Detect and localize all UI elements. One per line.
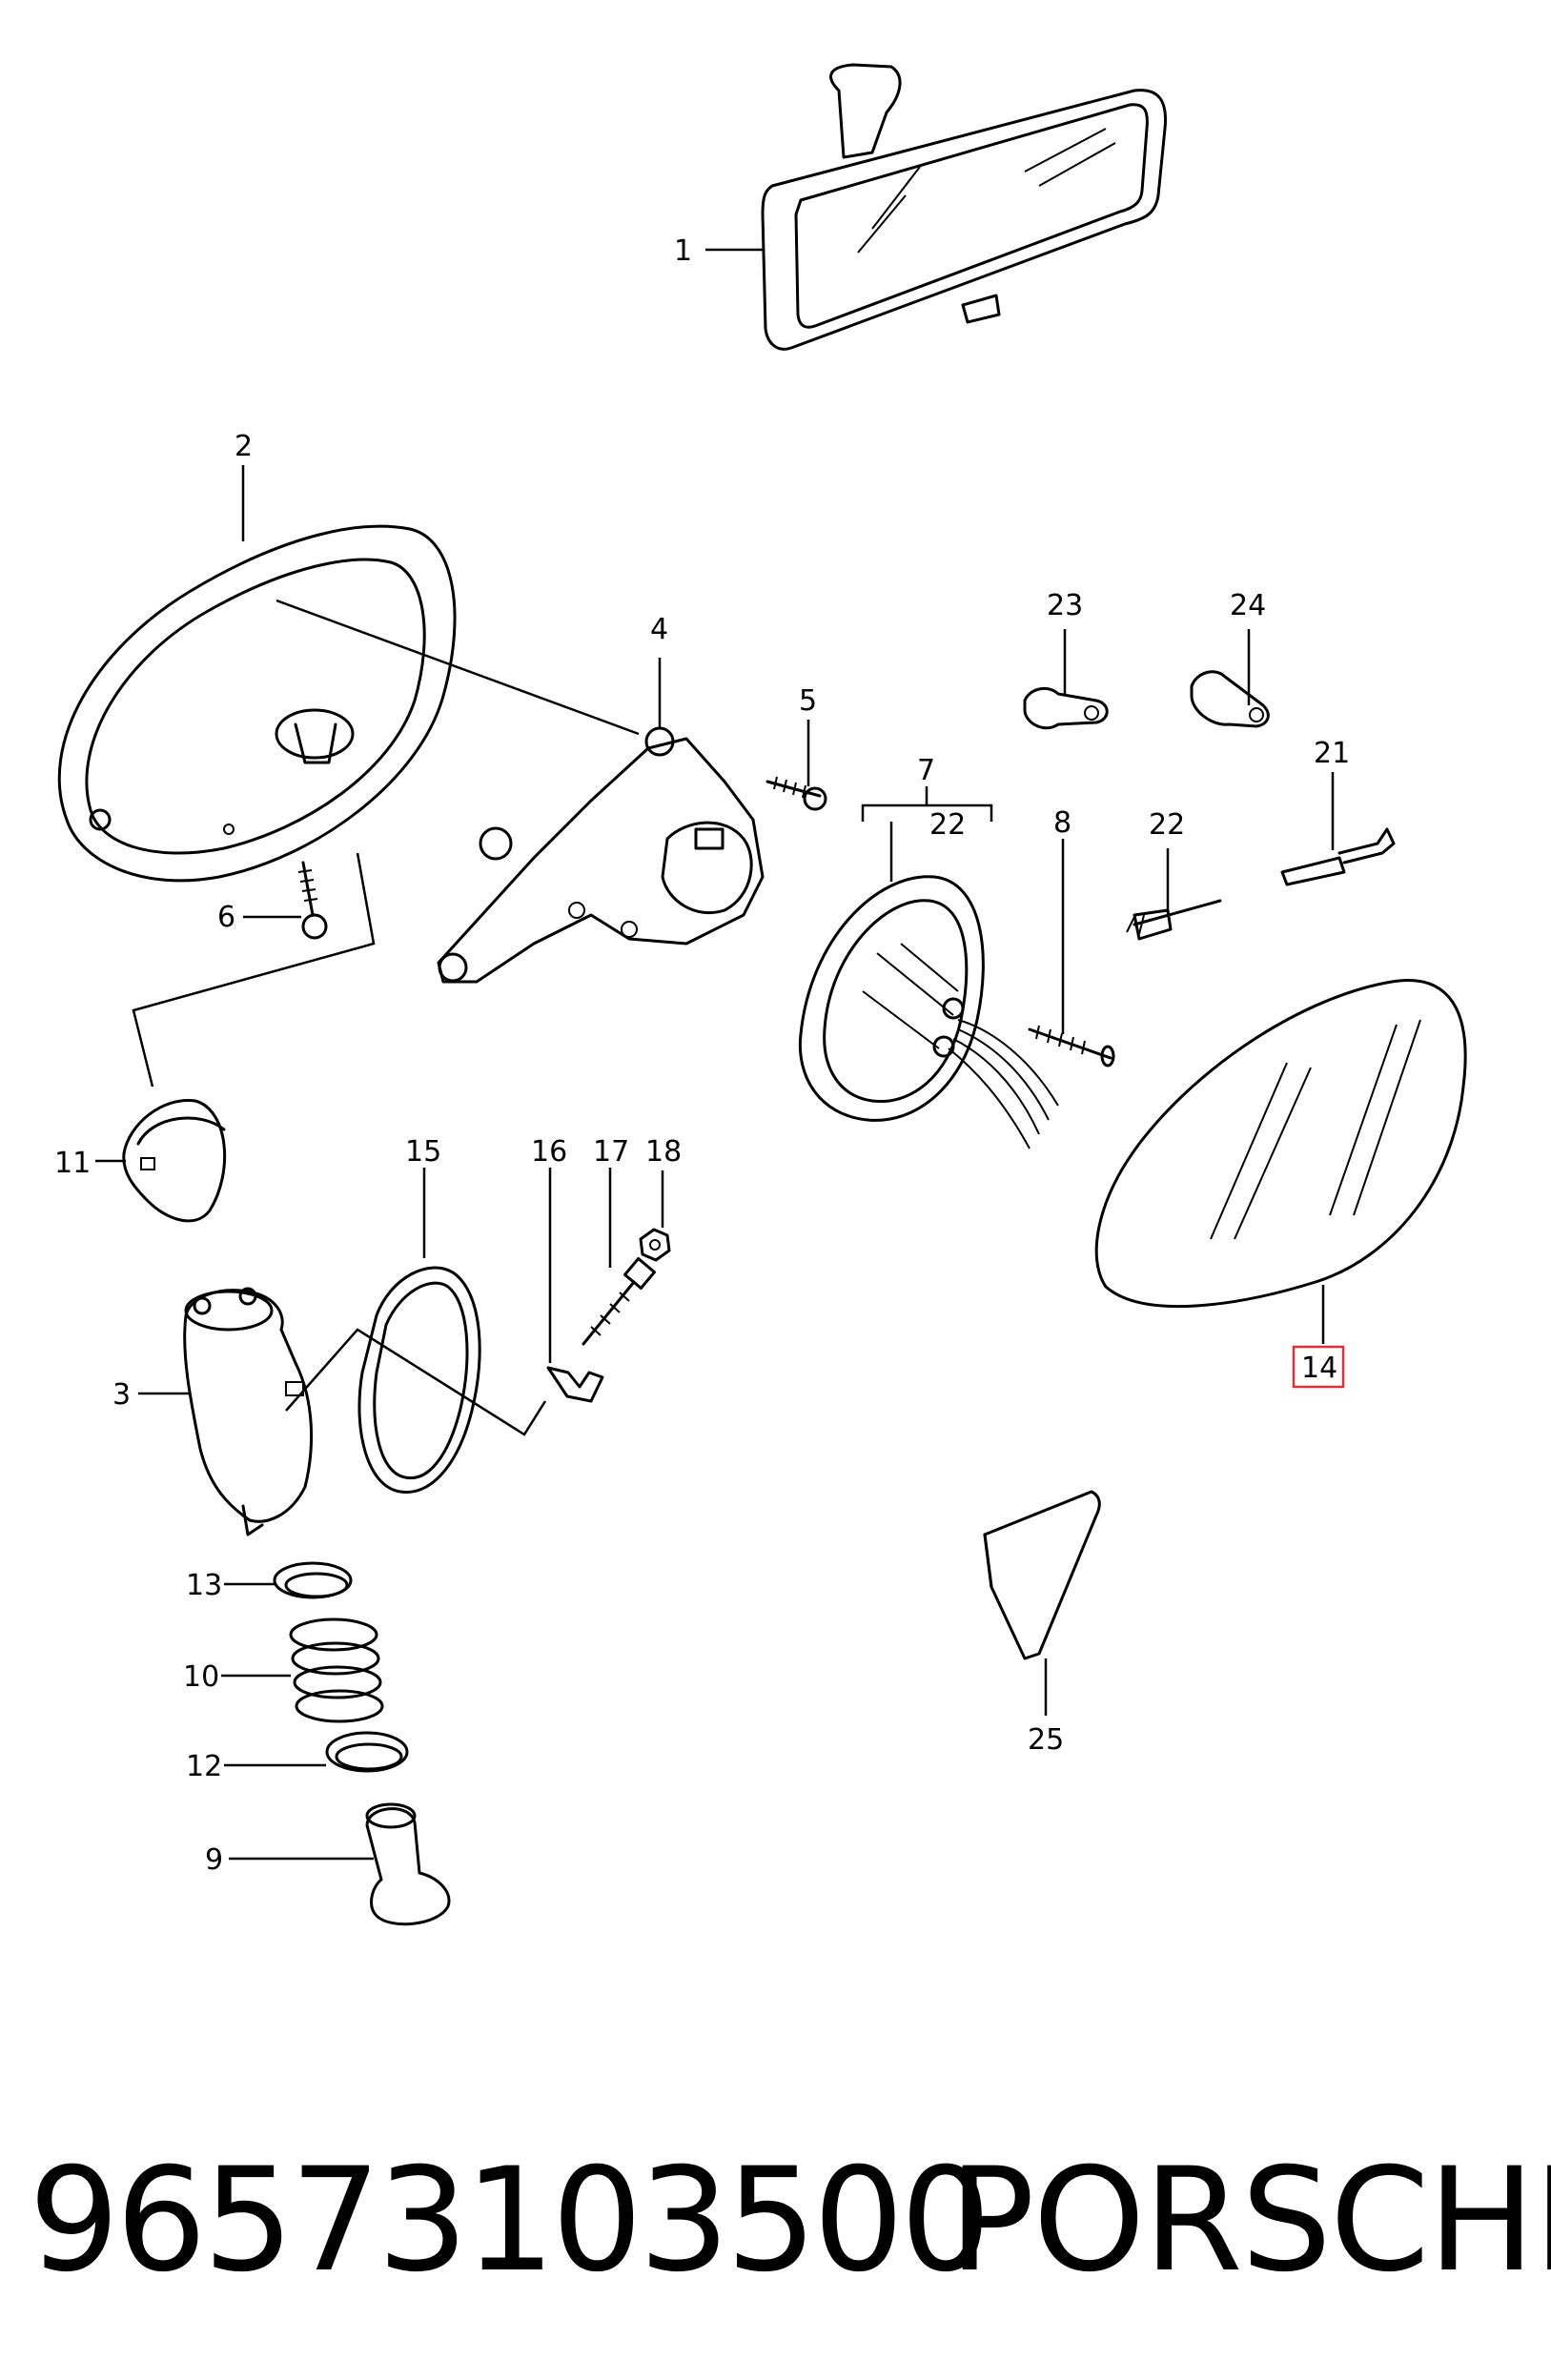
callout-16: 16 <box>531 1135 567 1169</box>
part-number: 96573103500 <box>29 2138 991 2304</box>
axis-6-11 <box>132 852 376 1088</box>
part-7-mirror-motor <box>798 875 1059 1149</box>
part-10-spring <box>289 1617 384 1723</box>
callout-7: 7 <box>917 754 935 787</box>
callout-13: 13 <box>186 1569 222 1602</box>
part-1-rearview-mirror <box>761 63 1168 351</box>
brand-name: PORSCHE <box>949 2138 1551 2304</box>
part-5-screw <box>765 776 827 811</box>
part-14-mirror-glass <box>1094 979 1467 1309</box>
callout-24: 24 <box>1230 589 1266 622</box>
callout-17: 17 <box>593 1135 629 1169</box>
axis-2-4 <box>276 599 640 736</box>
callout-2: 2 <box>235 430 253 463</box>
part-16-clip <box>546 1366 604 1403</box>
highlight-box-14 <box>1292 1345 1345 1389</box>
part-23-connector <box>1023 686 1109 730</box>
part-18-nut <box>639 1228 671 1262</box>
callout-5: 5 <box>799 684 817 718</box>
callout-4: 4 <box>650 613 668 646</box>
callout-18: 18 <box>645 1135 682 1169</box>
bracket-7 <box>861 804 993 822</box>
part-9-bushing <box>365 1802 451 1926</box>
part-6-screw <box>297 861 328 940</box>
part-22-terminal <box>1126 899 1222 941</box>
part-8-screw <box>1028 1025 1115 1068</box>
part-3-arm-housing <box>183 1287 314 1536</box>
callout-8: 8 <box>1053 806 1071 840</box>
callout-3: 3 <box>112 1378 131 1412</box>
part-24-connector <box>1190 670 1270 728</box>
callout-25: 25 <box>1028 1723 1064 1757</box>
callout-14: 14 <box>1301 1352 1337 1385</box>
callout-9: 9 <box>205 1843 223 1877</box>
part-12-ring <box>325 1731 409 1773</box>
part-4-mirror-bracket <box>437 726 765 984</box>
part-15-gasket <box>357 1266 481 1495</box>
part-11-cap <box>122 1098 227 1223</box>
axis-3-16 <box>285 1328 547 1436</box>
callout-22-b: 22 <box>1149 808 1185 842</box>
exploded-parts-diagram: 1 2 4 5 6 7 22 8 22 21 23 24 11 15 16 17… <box>54 63 1467 1926</box>
callout-11: 11 <box>54 1147 91 1180</box>
part-13-ring <box>273 1561 353 1599</box>
part-25-wedge <box>983 1490 1101 1660</box>
callout-21: 21 <box>1314 737 1350 770</box>
callout-1: 1 <box>674 234 692 268</box>
callout-23: 23 <box>1047 589 1083 622</box>
callout-15: 15 <box>405 1135 441 1169</box>
callout-10: 10 <box>183 1660 219 1694</box>
part-21-terminal <box>1280 827 1396 886</box>
part-17-bolt <box>582 1257 656 1346</box>
part-2-mirror-housing <box>57 524 457 883</box>
callout-6: 6 <box>217 901 235 934</box>
callout-12: 12 <box>186 1750 222 1783</box>
callout-22-a: 22 <box>929 808 966 842</box>
